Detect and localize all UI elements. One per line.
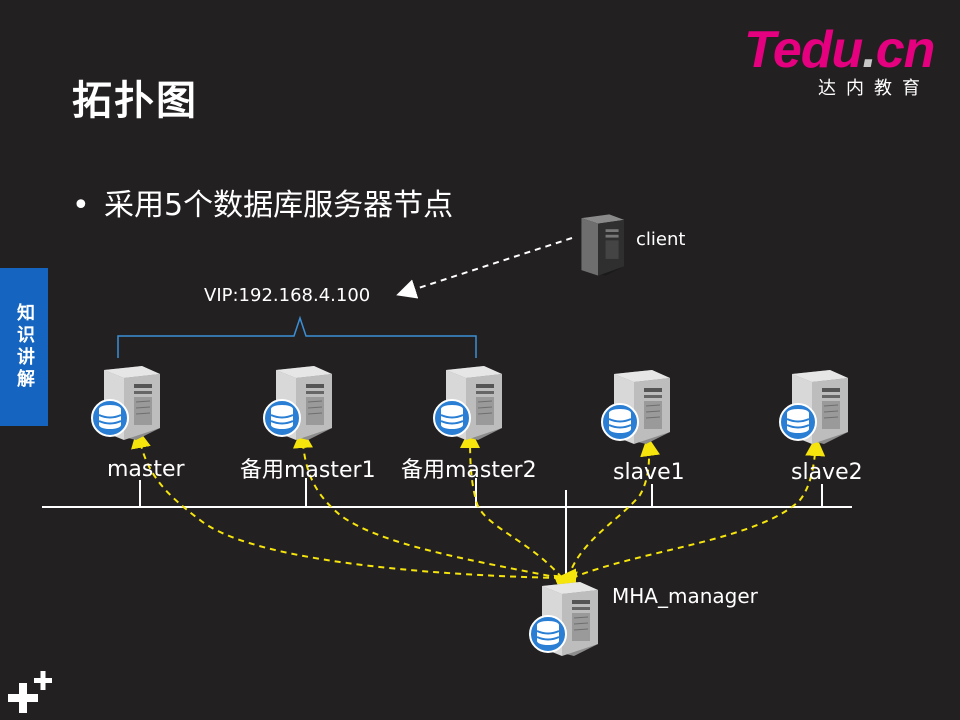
side-tab: 知识讲解 (0, 268, 48, 426)
vip-brace (117, 315, 477, 358)
logo: Tedu.cn 达内教育 (744, 21, 935, 100)
backup1-server-icon (263, 366, 333, 441)
backup2-server-icon (433, 366, 503, 441)
slave2-label: slave2 (791, 460, 863, 485)
vip-label: VIP:192.168.4.100 (204, 285, 371, 306)
bullet-item: • 采用5个数据库服务器节点 (72, 180, 453, 224)
mha-manager-label: MHA_manager (612, 584, 758, 608)
master-label: master (107, 457, 185, 482)
bullet-text: 采用5个数据库服务器节点 (104, 188, 454, 223)
client-label: client (636, 229, 686, 250)
logo-brand: Tedu.cn (744, 21, 935, 79)
client-server-icon (581, 214, 625, 276)
backup-master2-label: 备用master2 (401, 458, 537, 483)
slave2-server-icon (779, 370, 849, 445)
backup-master1-label: 备用master1 (240, 458, 376, 483)
mgr-slave2-arrow (553, 436, 826, 594)
logo-subtitle: 达内教育 (818, 78, 930, 99)
client-to-vip-arrow (396, 237, 573, 299)
master-server-icon (91, 366, 161, 441)
plus-logo-icon (8, 671, 52, 713)
manager-server-icon (529, 582, 599, 657)
slave1-label: slave1 (613, 460, 685, 485)
slave1-server-icon (601, 370, 671, 445)
slide-title: 拓扑图 (72, 78, 198, 124)
mgr-backup2-arrow (460, 428, 580, 597)
bullet-dot-icon: • (72, 188, 90, 223)
